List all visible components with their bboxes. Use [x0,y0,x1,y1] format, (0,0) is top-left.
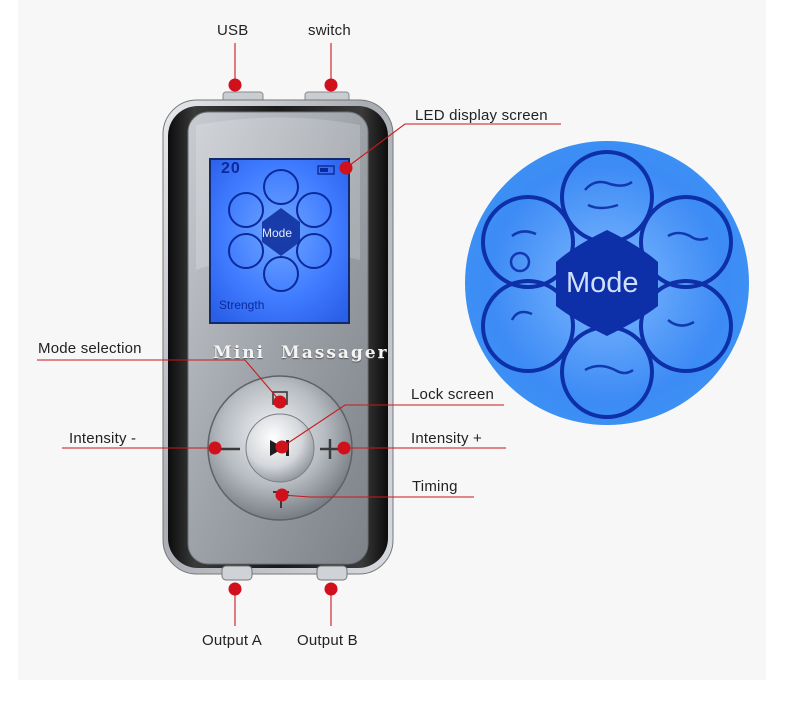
lcd-timer-value: 20 [221,160,241,177]
zoom-mode-icons [481,150,733,419]
plus-icon [320,439,340,459]
zoom-mode-label: Mode [566,267,639,299]
leader-lines [37,43,561,626]
callout-mode-selection: Mode selection [38,340,142,357]
callout-timing: Timing [412,478,458,495]
callout-markers [208,78,353,596]
lcd-mode-label: Mode [262,226,293,240]
callout-intensity-plus: Intensity + [411,430,482,447]
zoom-mode-center [556,230,658,336]
brand-name: Mini Massager [213,343,389,363]
battery-icon [317,165,335,175]
lcd-mode-icons [228,169,332,292]
callout-led-display: LED display screen [415,107,548,124]
callout-usb: USB [217,22,249,39]
callout-switch: switch [308,22,351,39]
callout-intensity-minus: Intensity - [69,430,137,447]
lcd-strength-label: Strength [219,298,265,312]
callout-lock-screen: Lock screen [411,386,495,403]
output-b-jack [316,565,348,581]
callout-output-b: Output B [297,632,358,649]
output-a-jack [221,565,253,581]
callout-output-a: Output A [202,632,262,649]
